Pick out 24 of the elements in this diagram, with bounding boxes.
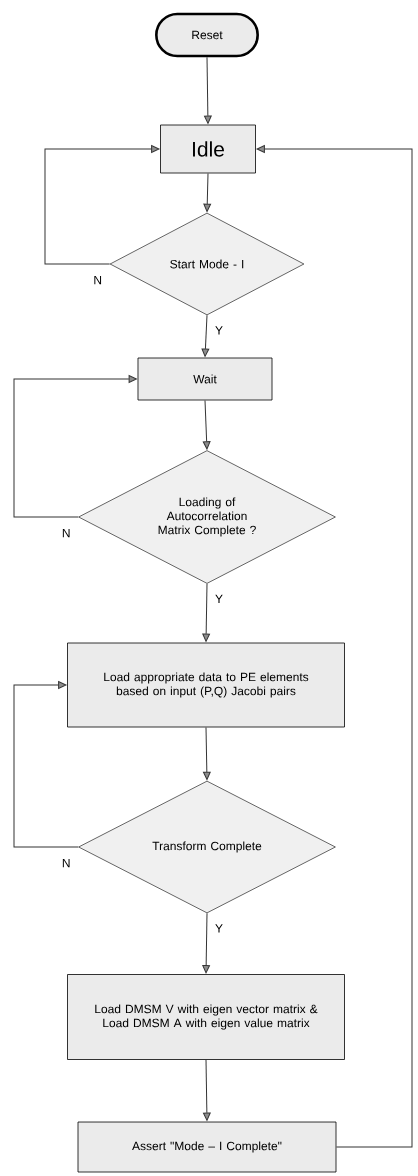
arrow <box>201 314 210 357</box>
start-terminal: Reset <box>155 12 259 58</box>
arrow <box>202 399 211 450</box>
arrow <box>204 56 212 124</box>
process-box: Wait <box>137 357 273 401</box>
process-box: Idle <box>160 124 256 174</box>
edge-label: N <box>62 858 70 868</box>
edge-label: N <box>94 275 102 285</box>
arrow <box>203 1059 211 1121</box>
arrow <box>13 681 79 848</box>
arrow <box>202 583 210 642</box>
process-box: Load DMSM V with eigen vector matrix & Load DMSM A with eigen value matrix <box>67 974 345 1060</box>
edge-label: Y <box>215 594 223 603</box>
process-box: Assert "Mode – I Complete" <box>77 1121 337 1173</box>
arrow <box>202 912 210 974</box>
arrow <box>203 726 211 780</box>
arrow <box>203 172 212 212</box>
edge-label: Y <box>215 924 223 933</box>
process-box: Load appropriate data to PE elements based on input (P,Q) Jacobi pairs <box>67 642 345 728</box>
arrow <box>13 375 137 518</box>
edge-label: Y <box>215 326 223 335</box>
edge-label: N <box>62 528 70 538</box>
arrow <box>44 145 160 265</box>
arrow <box>256 145 413 1148</box>
